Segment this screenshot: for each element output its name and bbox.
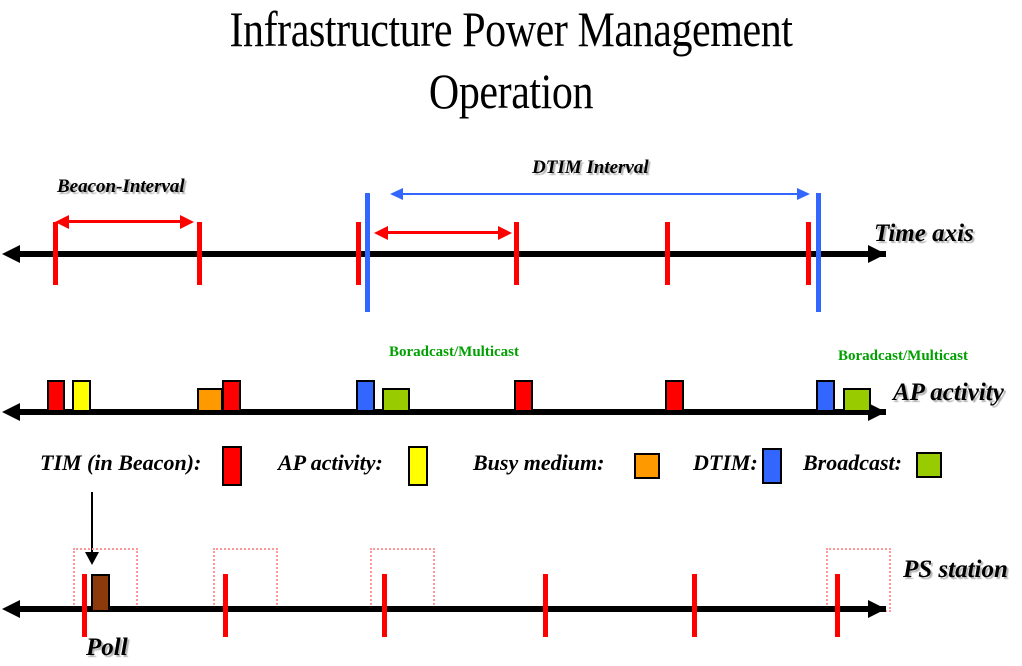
ps-station-tick <box>223 574 228 637</box>
ps-station-axis-line <box>18 606 886 612</box>
legend-swatch-busy-medium <box>634 453 660 479</box>
beacon-tick <box>514 222 519 285</box>
beacon-interval-arrow <box>374 225 512 240</box>
ap-activity-right-arrowhead <box>868 403 886 421</box>
ap-block-tim <box>514 380 533 412</box>
broadcast-multicast-annotation: Boradcast/Multicast <box>389 344 519 360</box>
ps-station-tick <box>692 574 697 637</box>
ap-block-activity <box>72 380 91 412</box>
ap-block-dtim <box>816 380 835 412</box>
ap-activity-axis-line <box>18 409 886 415</box>
arrowhead-right <box>498 225 512 240</box>
tim-pointer-arrowhead <box>85 552 99 565</box>
arrowhead-right <box>180 214 194 229</box>
ap-block-broadcast <box>382 388 410 412</box>
ap-activity-left-arrowhead <box>2 403 20 421</box>
dtim-interval-arrow <box>390 188 810 200</box>
dtim-marker-line <box>816 193 821 312</box>
ap-block-tim <box>665 380 684 412</box>
broadcast-multicast-annotation: Boradcast/Multicast <box>838 348 968 364</box>
time-axis-left-arrowhead <box>2 245 20 263</box>
beacon-interval-label: Beacon-Interval <box>57 176 185 197</box>
beacon-tick <box>806 222 811 285</box>
legend-label-ap-activity: AP activity: <box>278 450 383 475</box>
awake-window <box>370 548 435 612</box>
arrowhead-left <box>390 188 403 200</box>
time-axis-row-label: Time axis <box>874 220 974 247</box>
legend-swatch-ap-activity <box>408 446 428 486</box>
beacon-tick <box>665 222 670 285</box>
page-title: Infrastructure Power Management Operatio… <box>229 1 793 119</box>
beacon-tick <box>53 222 58 285</box>
poll-label: Poll <box>86 634 128 661</box>
time-axis-line <box>18 251 886 257</box>
beacon-tick <box>356 222 361 285</box>
ps-station-tick <box>543 574 548 637</box>
ps-station-tick <box>835 574 840 637</box>
legend-label-dtim: DTIM: <box>693 450 758 475</box>
time-axis-right-arrowhead <box>868 245 886 263</box>
legend-label-tim: TIM (in Beacon): <box>40 450 202 475</box>
beacon-interval-arrow <box>55 214 194 229</box>
legend-label-broadcast: Broadcast: <box>803 450 902 475</box>
beacon-tick <box>197 222 202 285</box>
ap-block-tim <box>222 380 241 412</box>
arrowhead-left <box>55 214 69 229</box>
legend-swatch-broadcast <box>916 452 942 478</box>
ap-block-busy <box>197 388 223 412</box>
ps-station-right-arrowhead <box>868 600 886 618</box>
arrowhead-right <box>797 188 810 200</box>
ap-block-broadcast <box>843 388 871 412</box>
poll-block <box>91 574 110 612</box>
dtim-marker-line <box>365 193 370 312</box>
ps-station-left-arrowhead <box>2 600 20 618</box>
tim-pointer-line <box>91 492 93 554</box>
legend-swatch-dtim <box>762 448 782 484</box>
legend-label-busy-medium: Busy medium: <box>473 450 605 475</box>
legend-swatch-tim <box>222 446 242 486</box>
ps-station-tick <box>382 574 387 637</box>
ap-block-dtim <box>356 380 375 412</box>
ps-station-row-label: PS station <box>903 556 1008 583</box>
ap-activity-row-label: AP activity <box>893 379 1004 406</box>
ps-station-tick <box>82 574 87 637</box>
ap-block-tim <box>47 380 65 412</box>
arrowhead-left <box>374 225 388 240</box>
dtim-interval-label: DTIM Interval <box>532 157 649 178</box>
